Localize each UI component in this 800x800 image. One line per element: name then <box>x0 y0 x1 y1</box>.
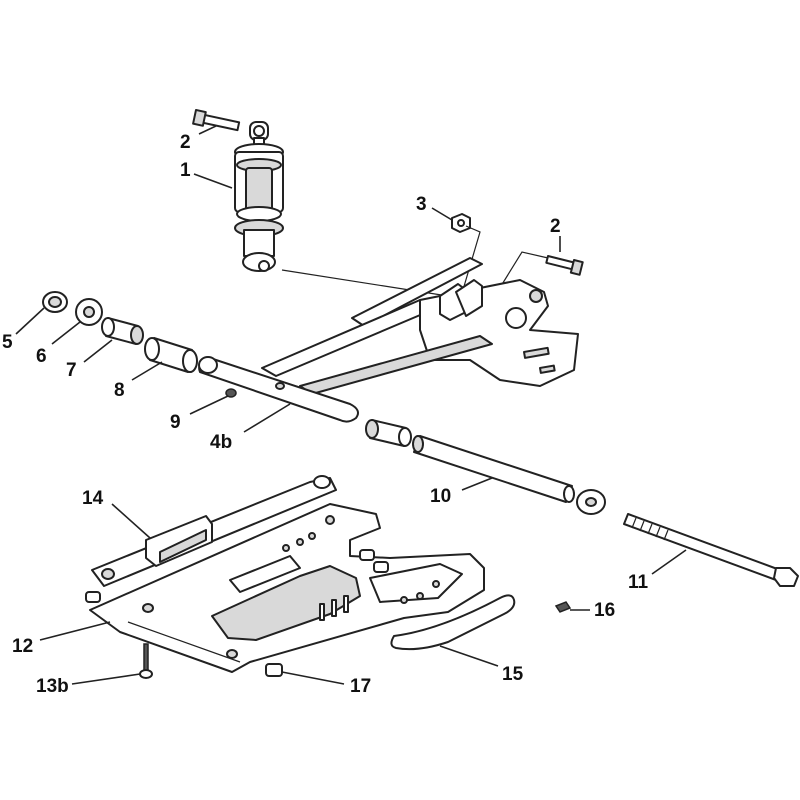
part-14-slide-rail <box>91 475 337 587</box>
part-1-shock-absorber <box>234 121 284 272</box>
part-3-alignment-line <box>459 225 481 301</box>
callout-16: 16 <box>594 600 615 621</box>
part-12-base-plate <box>89 503 485 673</box>
part-17-spacer <box>265 663 283 677</box>
callout-2-right: 2 <box>550 216 561 237</box>
callout-2-top: 2 <box>180 132 191 153</box>
part-3-nut <box>451 213 471 233</box>
part-11-long-bolt <box>623 513 799 587</box>
callout-13b: 13b <box>36 676 69 697</box>
callout-15: 15 <box>502 664 524 685</box>
part-10-washer <box>576 489 606 515</box>
part-5-cap-nut <box>42 291 68 313</box>
callout-14: 14 <box>82 488 104 509</box>
callout-6: 6 <box>36 346 47 367</box>
part-16-clip <box>554 601 572 613</box>
callout-7: 7 <box>66 360 77 381</box>
part-2-bolt-right <box>545 255 584 276</box>
part-10-axle-tube <box>412 435 575 503</box>
part-13b-screw <box>139 643 153 679</box>
spacer-left <box>85 591 101 603</box>
callout-1: 1 <box>180 160 191 181</box>
callout-3: 3 <box>416 194 427 215</box>
part-4b-swing-arm <box>198 257 579 423</box>
callout-10: 10 <box>430 486 451 507</box>
spacer-center-2 <box>373 561 389 573</box>
callout-4b: 4b <box>210 432 232 453</box>
callout-5: 5 <box>2 332 13 353</box>
part-15-skid-strip <box>390 594 516 651</box>
leader-lines <box>15 125 687 685</box>
part-8-sleeve <box>144 337 198 373</box>
part-9-grease-nipple <box>225 388 237 398</box>
callout-11: 11 <box>628 572 649 593</box>
callout-12: 12 <box>12 636 33 657</box>
spacer-center-1 <box>359 549 375 561</box>
part-7-bushing <box>101 317 144 345</box>
callout-8: 8 <box>114 380 125 401</box>
callout-labels: 1 2 3 2 5 6 7 8 9 4b 10 11 12 13b 14 15 … <box>2 132 649 697</box>
callout-17: 17 <box>350 676 371 697</box>
part-6-washer <box>75 298 103 326</box>
part-2-bolt-top <box>192 108 241 132</box>
rear-bushing <box>365 419 412 447</box>
callout-9: 9 <box>170 412 181 433</box>
